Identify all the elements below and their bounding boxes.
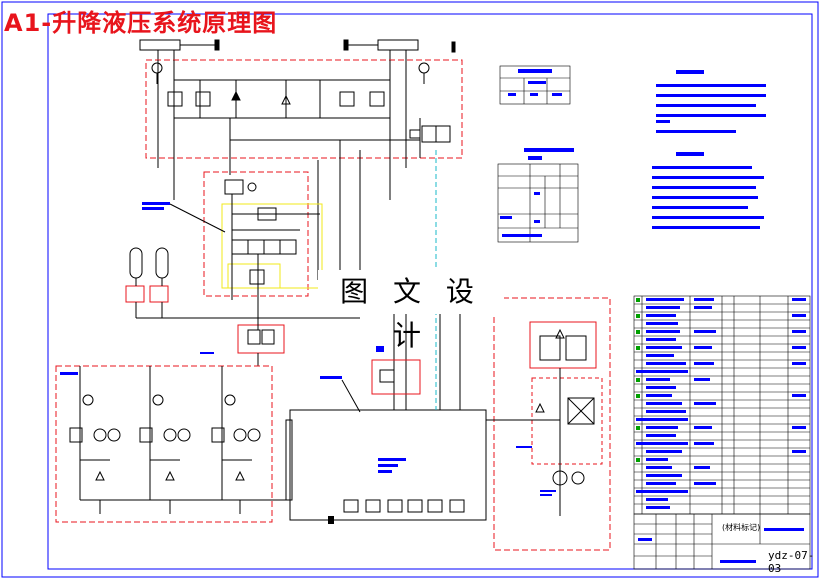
- electromagnet-table: [497, 163, 579, 243]
- tank-fittings: [343, 499, 465, 513]
- watermark: 图 文 设 计: [318, 270, 504, 352]
- filter-frame: [237, 324, 285, 354]
- action-table: [499, 65, 571, 105]
- lift-cylinder-left: [139, 39, 220, 60]
- inner-border: [47, 13, 813, 570]
- parts-list-entries: [636, 298, 806, 509]
- lift-cylinder-right: [343, 39, 456, 60]
- technical-requirements-text: [652, 70, 766, 229]
- parts-list-index: [636, 298, 640, 462]
- parts-list: [633, 295, 811, 515]
- drawing-number: ydz-07-03: [768, 549, 815, 575]
- pressure-gauge: [151, 62, 430, 84]
- drawing-title: A1-升降液压系统原理图: [4, 9, 278, 37]
- cooling-filter-frame: [493, 297, 611, 551]
- title-block: [633, 513, 811, 570]
- valve-block-frame: [203, 171, 309, 297]
- title-block-owner: (材料标记): [722, 523, 761, 532]
- pump-station-frame: [55, 365, 273, 523]
- lock-valve-group-frame: [145, 59, 463, 159]
- motor-pump-unit: [69, 366, 288, 514]
- oil-tank: [289, 409, 487, 521]
- relief-valve: [224, 179, 320, 320]
- cooler: [486, 328, 595, 516]
- accumulator: [125, 247, 360, 319]
- hydraulic-lock-valve: [167, 90, 385, 107]
- yellow-subframe: [221, 203, 323, 289]
- return-valve-frame: [371, 359, 421, 395]
